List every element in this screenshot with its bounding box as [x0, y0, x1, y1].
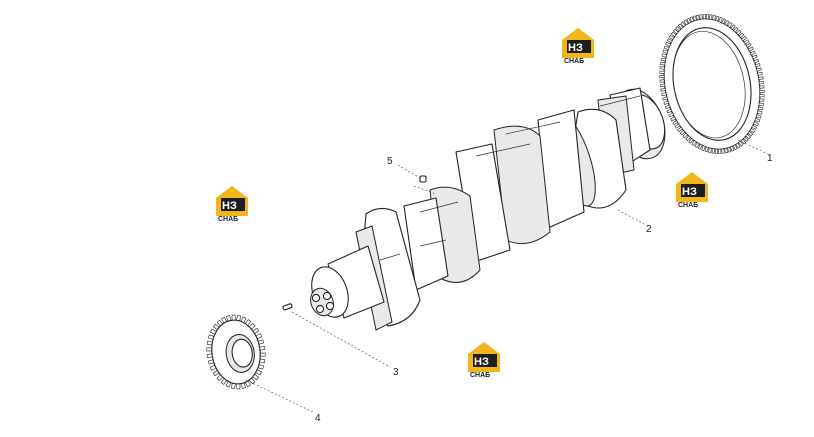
callout-2: 2 [646, 224, 652, 235]
svg-text:НЗ: НЗ [568, 42, 583, 54]
svg-text:СНАБ: СНАБ [678, 202, 698, 209]
svg-text:НЗ: НЗ [682, 186, 697, 198]
callout-1: 1 [767, 153, 773, 164]
callout-5: 5 [387, 156, 393, 167]
crankshaft [310, 87, 666, 331]
svg-text:СНАБ: СНАБ [564, 58, 584, 65]
watermark-logo: НЗ СНАБ [216, 186, 248, 223]
ring-gear [659, 14, 765, 154]
callout-3: 3 [393, 367, 399, 378]
crankshaft-gear [206, 314, 266, 390]
svg-text:СНАБ: СНАБ [470, 372, 490, 379]
watermark-logo: НЗ СНАБ [468, 342, 500, 379]
svg-text:НЗ: НЗ [222, 200, 237, 212]
pin [282, 303, 293, 311]
watermark-logo: НЗ СНАБ [562, 28, 594, 65]
svg-text:СНАБ: СНАБ [218, 216, 238, 223]
svg-text:НЗ: НЗ [474, 356, 489, 368]
callouts: 1 2 3 4 5 [245, 139, 773, 424]
callout-4: 4 [315, 413, 321, 424]
plug [419, 175, 427, 183]
watermark-logo: НЗ СНАБ [676, 172, 708, 209]
